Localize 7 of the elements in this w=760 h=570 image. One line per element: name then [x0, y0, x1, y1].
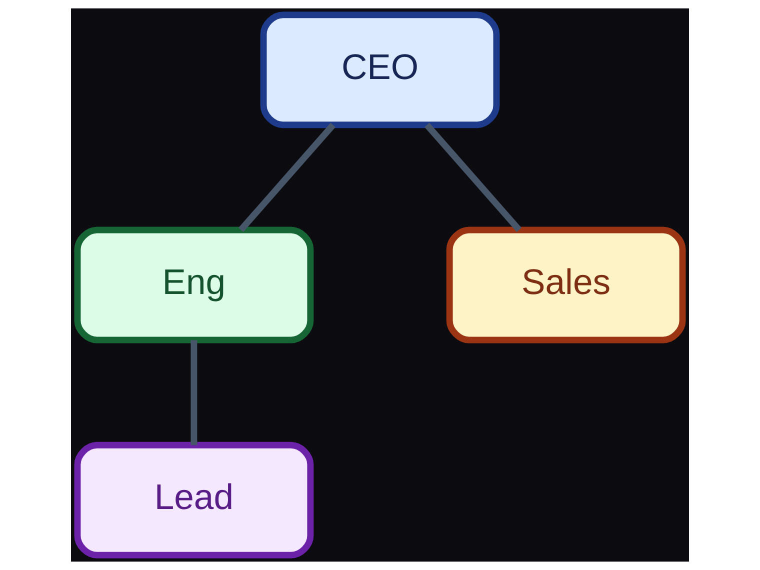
node-box: Sales: [446, 226, 686, 344]
node-box: Eng: [74, 226, 314, 344]
connector: [238, 122, 336, 232]
connector: [190, 340, 198, 446]
node-box: Lead: [74, 442, 314, 558]
node-box: CEO: [260, 12, 500, 128]
connector: [424, 122, 522, 232]
